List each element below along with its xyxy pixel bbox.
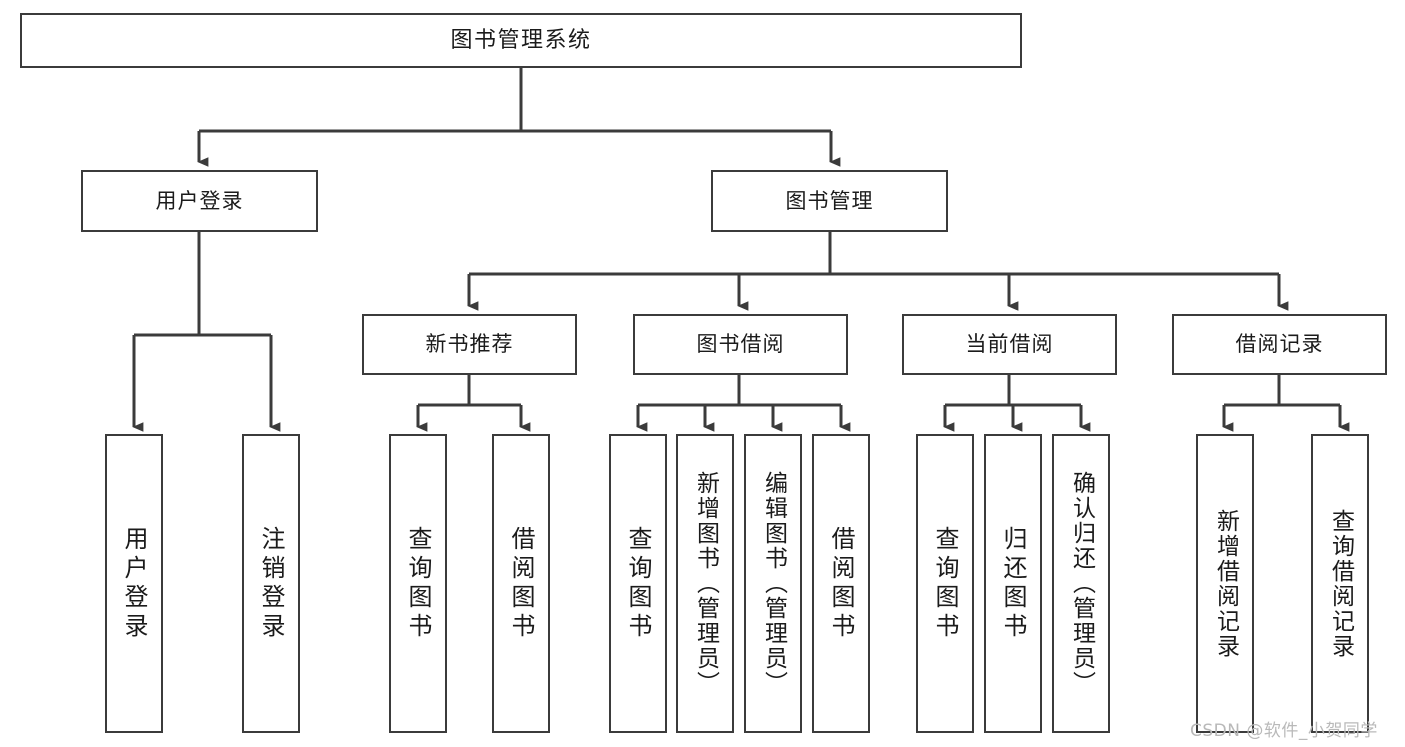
node-label: 查询图书 <box>404 525 432 642</box>
node-label: 归还图书 <box>999 525 1027 642</box>
node-book-management[interactable]: 图书管理 <box>711 170 948 232</box>
node-label: 新增借阅记录 <box>1212 508 1239 659</box>
leaf-borrow-book[interactable]: 借阅图书 <box>812 434 870 733</box>
leaf-edit-book-admin[interactable]: 编辑图书（管理员） <box>744 434 802 733</box>
leaf-add-book-admin[interactable]: 新增图书（管理员） <box>676 434 734 733</box>
node-label: 注销登录 <box>257 525 285 642</box>
node-root-system[interactable]: 图书管理系统 <box>20 13 1022 68</box>
leaf-user-login[interactable]: 用户登录 <box>105 434 163 733</box>
node-label: 图书借阅 <box>696 332 785 357</box>
node-label: 查询借阅记录 <box>1327 508 1354 659</box>
node-label: 图书管理系统 <box>450 27 592 53</box>
node-new-book-recommend[interactable]: 新书推荐 <box>362 314 577 375</box>
node-label: 编辑图书（管理员） <box>760 471 787 696</box>
leaf-query-book-borrow[interactable]: 查询图书 <box>609 434 667 733</box>
node-label: 当前借阅 <box>965 332 1054 357</box>
node-label: 用户登录 <box>120 525 148 642</box>
csdn-watermark: CSDN @软件_小贺同学 <box>1190 721 1378 741</box>
node-label: 新书推荐 <box>425 332 514 357</box>
leaf-add-borrow-record[interactable]: 新增借阅记录 <box>1196 434 1254 733</box>
node-label: 查询图书 <box>931 525 959 642</box>
leaf-borrow-book-recommend[interactable]: 借阅图书 <box>492 434 550 733</box>
node-label: 新增图书（管理员） <box>692 471 719 696</box>
leaf-query-book-current[interactable]: 查询图书 <box>916 434 974 733</box>
leaf-confirm-return-admin[interactable]: 确认归还（管理员） <box>1052 434 1110 733</box>
node-label: 图书管理 <box>785 188 874 213</box>
node-current-borrow[interactable]: 当前借阅 <box>902 314 1117 375</box>
node-label: 借阅图书 <box>827 525 855 642</box>
leaf-query-borrow-record[interactable]: 查询借阅记录 <box>1311 434 1369 733</box>
node-label: 确认归还（管理员） <box>1068 471 1095 696</box>
node-book-borrow[interactable]: 图书借阅 <box>633 314 848 375</box>
node-label: 借阅记录 <box>1235 332 1324 357</box>
node-label: 借阅图书 <box>507 525 535 642</box>
leaf-query-book-recommend[interactable]: 查询图书 <box>389 434 447 733</box>
node-label: 查询图书 <box>624 525 652 642</box>
leaf-user-logout[interactable]: 注销登录 <box>242 434 300 733</box>
node-label: 用户登录 <box>155 188 244 213</box>
node-borrow-record[interactable]: 借阅记录 <box>1172 314 1387 375</box>
leaf-return-book[interactable]: 归还图书 <box>984 434 1042 733</box>
node-user-login[interactable]: 用户登录 <box>81 170 318 232</box>
